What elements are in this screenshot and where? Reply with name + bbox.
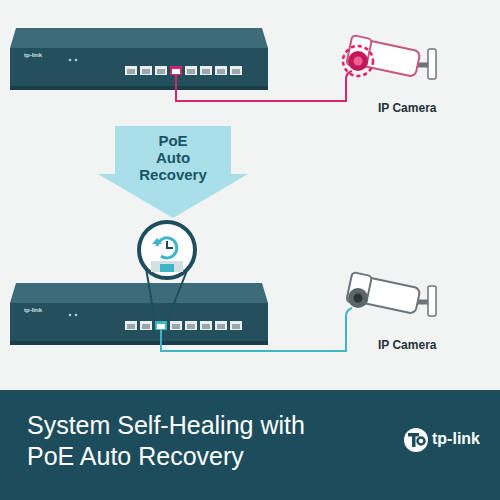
- switch-shape: [10, 28, 268, 90]
- ethernet-port: [155, 321, 167, 330]
- loading-ring: [343, 46, 373, 76]
- status-led: [69, 59, 72, 62]
- caption-band: [0, 390, 500, 500]
- ethernet-port: [170, 321, 182, 330]
- port-cable: [160, 329, 162, 345]
- device-label: IP Camera: [378, 338, 436, 352]
- ethernet-port: [215, 321, 227, 330]
- device-label: IP Camera: [378, 101, 436, 115]
- wall-mount: [428, 49, 436, 79]
- port-socket: [232, 69, 240, 74]
- switch-base: [10, 341, 268, 345]
- camera-shape: [338, 272, 442, 332]
- port-socket: [217, 69, 225, 74]
- camera-body: [346, 35, 421, 79]
- port-socket: [232, 324, 240, 329]
- ethernet-port: [155, 66, 167, 75]
- port-cable: [175, 74, 177, 90]
- switch-front: [10, 48, 268, 90]
- arrow-node: PoE Auto Recovery: [98, 126, 248, 218]
- switch-base: [10, 86, 268, 90]
- switch-node: tp-link: [10, 283, 268, 345]
- port-zoom: [160, 264, 174, 272]
- camera-shape: [338, 35, 442, 95]
- lens-glass: [354, 57, 363, 66]
- recovery-arrowhead: [152, 238, 162, 244]
- ethernet-port: [230, 66, 242, 75]
- port-socket: [142, 324, 150, 329]
- camera-cable: [346, 308, 352, 332]
- ethernet-port: [215, 66, 227, 75]
- ethernet-port: [140, 66, 152, 75]
- logo-glyph: [418, 438, 425, 445]
- port-socket: [202, 324, 210, 329]
- port-socket: [157, 69, 165, 74]
- ethernet-port: [200, 321, 212, 330]
- logo-glyph: [412, 433, 416, 447]
- poe-cable: [176, 90, 346, 101]
- brand-logo: tp-link: [24, 307, 42, 313]
- port-socket: [217, 324, 225, 329]
- ethernet-port: [230, 321, 242, 330]
- camera-node: IP Camera: [338, 35, 442, 95]
- ethernet-port: [125, 321, 137, 330]
- clock-hands: [167, 241, 173, 248]
- status-led: [75, 59, 78, 62]
- status-led: [75, 314, 78, 317]
- ethernet-port: [200, 66, 212, 75]
- ethernet-port: [125, 66, 137, 75]
- port-socket: [202, 69, 210, 74]
- port-socket: [172, 69, 180, 74]
- ethernet-port: [140, 321, 152, 330]
- brand-logo: tp-link: [24, 52, 42, 58]
- logo-mark: [404, 428, 428, 452]
- camera-cable: [346, 71, 352, 95]
- switch-top: [10, 28, 268, 48]
- lens-glass: [354, 294, 363, 303]
- arrow-label: PoE Auto Recovery: [128, 132, 218, 183]
- port-socket: [127, 69, 135, 74]
- recovery-arc: [157, 238, 177, 258]
- port-socket: [142, 69, 150, 74]
- ethernet-port: [185, 321, 197, 330]
- arrow-shape: [98, 126, 248, 218]
- camera-lens: [348, 51, 368, 71]
- wall-mount: [428, 286, 436, 316]
- ethernet-port: [170, 66, 182, 75]
- port-socket: [157, 324, 165, 329]
- camera-lens: [348, 288, 368, 308]
- ethernet-port: [185, 66, 197, 75]
- switch-top: [10, 283, 268, 303]
- camera-body: [346, 272, 421, 316]
- magnifier-lens: [139, 222, 195, 278]
- port-zoom: [151, 261, 183, 272]
- port-socket: [187, 324, 195, 329]
- port-socket: [187, 69, 195, 74]
- camera-node: IP Camera: [338, 272, 442, 332]
- port-socket: [172, 324, 180, 329]
- band-node: System Self-Healing with PoE Auto Recove…: [0, 390, 500, 500]
- status-led: [69, 314, 72, 317]
- switch-front: [10, 303, 268, 345]
- switch-shape: [10, 283, 268, 345]
- switch-node: tp-link: [10, 28, 268, 90]
- port-socket: [127, 324, 135, 329]
- caption-text: System Self-Healing with PoE Auto Recove…: [27, 410, 347, 472]
- brand-logo: tp-link: [432, 430, 480, 448]
